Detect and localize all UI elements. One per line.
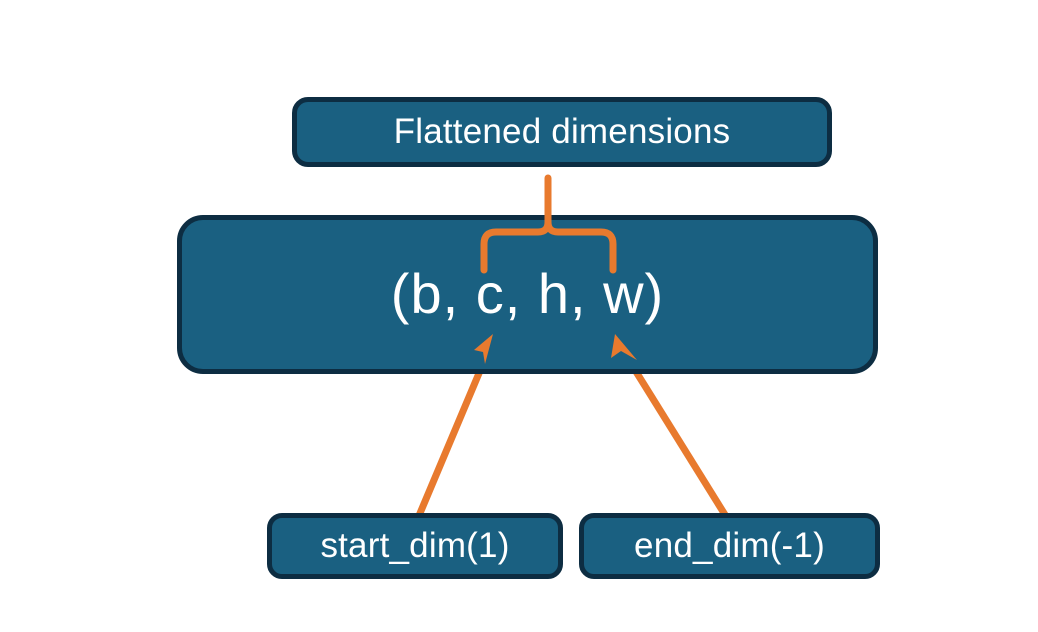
flattened-dimensions-label: Flattened dimensions [393, 111, 731, 151]
flattened-dimensions-box[interactable]: Flattened dimensions [292, 97, 832, 167]
end-dim-box[interactable]: end_dim(-1) [579, 513, 880, 579]
start-dim-label: start_dim(1) [320, 525, 510, 565]
tensor-shape-box[interactable]: (b, c, h, w) [177, 215, 878, 374]
end-dim-label: end_dim(-1) [634, 525, 825, 565]
tensor-shape-label: (b, c, h, w) [390, 262, 665, 326]
start-dim-box[interactable]: start_dim(1) [267, 513, 563, 579]
